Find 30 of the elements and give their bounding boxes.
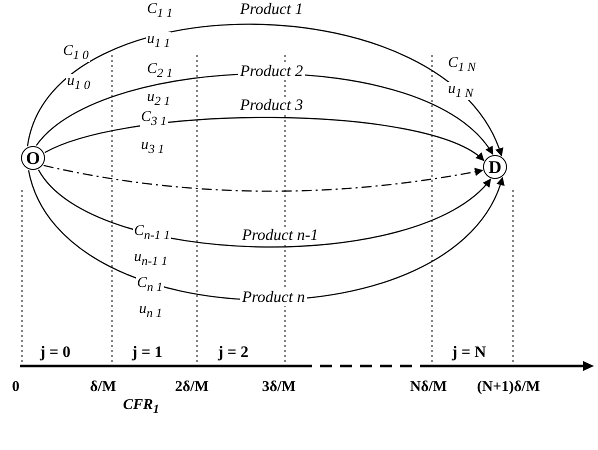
node-circle: D: [483, 155, 507, 179]
interval-label: j = 2: [218, 345, 248, 361]
math-label: C$_{1 0}$: [62, 44, 90, 62]
tick-label: 2δ/M: [175, 380, 209, 395]
math-label: C$_{3 1}$: [140, 110, 168, 128]
tick-label: δ/M: [90, 380, 116, 395]
tick-label: 0: [12, 380, 20, 395]
math-label: C$_{n 1}$: [136, 276, 164, 294]
math-label: C$_{2 1}$: [146, 62, 174, 80]
interval-label: j = 1: [132, 345, 162, 361]
interval-label: j = N: [452, 345, 486, 361]
edge-label: Product 2: [238, 64, 305, 80]
tick-label: Nδ/M: [410, 380, 447, 395]
math-label: u$_{1 N}$: [447, 82, 474, 100]
arrow: [38, 169, 492, 248]
axis-label: CFR$_{1}$: [122, 398, 160, 416]
tick-label: 3δ/M: [262, 380, 296, 395]
interval-label: j = 0: [40, 345, 70, 361]
tick-label: (N+1)δ/M: [477, 380, 540, 395]
edge-label: Product n: [240, 290, 307, 306]
node-circle: O: [21, 146, 45, 170]
arrow: [26, 24, 502, 156]
math-label: C$_{1 N}$: [447, 56, 477, 74]
arrow: [44, 116, 484, 161]
math-label: C$_{n-1 1}$: [133, 224, 172, 242]
math-label: C$_{1 1}$: [146, 2, 174, 20]
math-label: u$_{1 1}$: [146, 32, 172, 50]
arrow: [44, 164, 484, 192]
math-label: u$_{1 0}$: [66, 74, 92, 92]
edge-label: Product 3: [238, 98, 305, 114]
